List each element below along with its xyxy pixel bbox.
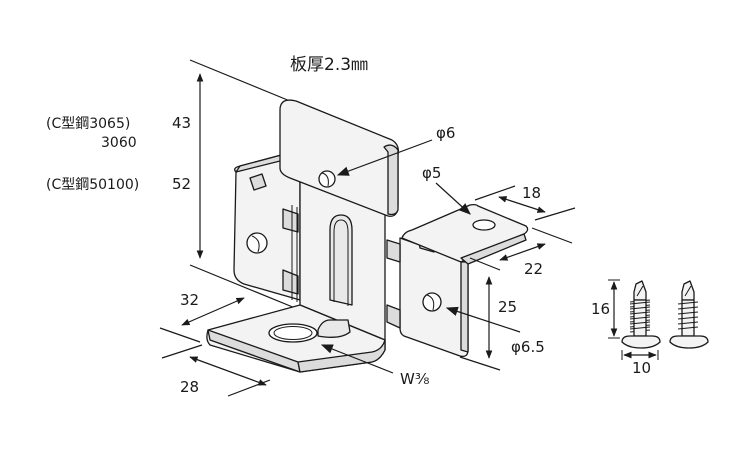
flange-width-label: 18 bbox=[522, 184, 541, 202]
c-steel-3060-label: 3060 bbox=[101, 135, 137, 151]
base-depth-label: 32 bbox=[180, 291, 199, 309]
flange-hole bbox=[472, 219, 496, 231]
dim-flange-depth: 22 bbox=[469, 227, 573, 278]
dim-screw-head: 10 bbox=[621, 350, 659, 377]
dim-flange-width: 18 bbox=[474, 184, 576, 221]
bolt-label: W³⁄₈ bbox=[400, 370, 429, 388]
hole-side-label: φ6.5 bbox=[511, 338, 545, 356]
left-plate-hole bbox=[246, 232, 268, 254]
bracket bbox=[206, 99, 529, 373]
dim-hole-flange: φ5 bbox=[422, 164, 471, 215]
dim-base-depth: 32 bbox=[159, 291, 245, 343]
screw-head-label: 10 bbox=[632, 359, 651, 377]
screw-right bbox=[669, 280, 709, 349]
base-bolt-hole bbox=[268, 323, 318, 343]
tab bbox=[282, 269, 299, 295]
dim-52-label: 52 bbox=[172, 175, 191, 193]
screw-length-label: 16 bbox=[591, 300, 610, 318]
top-flange bbox=[401, 204, 529, 263]
extension-line-top bbox=[189, 59, 291, 102]
dim-hole-side: φ6.5 bbox=[445, 306, 545, 356]
dim-bolt: W³⁄₈ bbox=[320, 344, 429, 388]
top-plate-hole bbox=[318, 170, 336, 188]
height-dimension bbox=[189, 59, 301, 311]
screw-head bbox=[669, 335, 709, 349]
screw-left bbox=[621, 280, 661, 349]
flange-height-label: 25 bbox=[498, 298, 517, 316]
dim-hole-top: φ6 bbox=[336, 124, 455, 176]
tab bbox=[249, 173, 267, 191]
extension-line-bottom bbox=[189, 264, 301, 311]
dim-base-width: 28 bbox=[161, 344, 271, 397]
base-width-label: 28 bbox=[180, 378, 199, 396]
tab bbox=[386, 239, 401, 263]
screw-head bbox=[621, 335, 661, 349]
dim-43-label: 43 bbox=[172, 114, 191, 132]
dim-flange-height: 25 bbox=[459, 276, 517, 371]
tab bbox=[386, 304, 401, 329]
c-steel-50100-label: (C型鋼50100) bbox=[46, 177, 139, 193]
flange-depth-label: 22 bbox=[524, 260, 543, 278]
tab bbox=[282, 208, 299, 233]
right-plate-hole bbox=[422, 292, 442, 312]
hole-flange-label: φ5 bbox=[422, 164, 441, 182]
plate-thickness-label: 板厚2.3㎜ bbox=[290, 55, 368, 75]
dim-screw-length: 16 bbox=[591, 279, 620, 339]
c-steel-3065-label: (C型鋼3065) bbox=[46, 116, 130, 132]
hole-top-label: φ6 bbox=[436, 124, 455, 142]
slot bbox=[329, 214, 353, 306]
